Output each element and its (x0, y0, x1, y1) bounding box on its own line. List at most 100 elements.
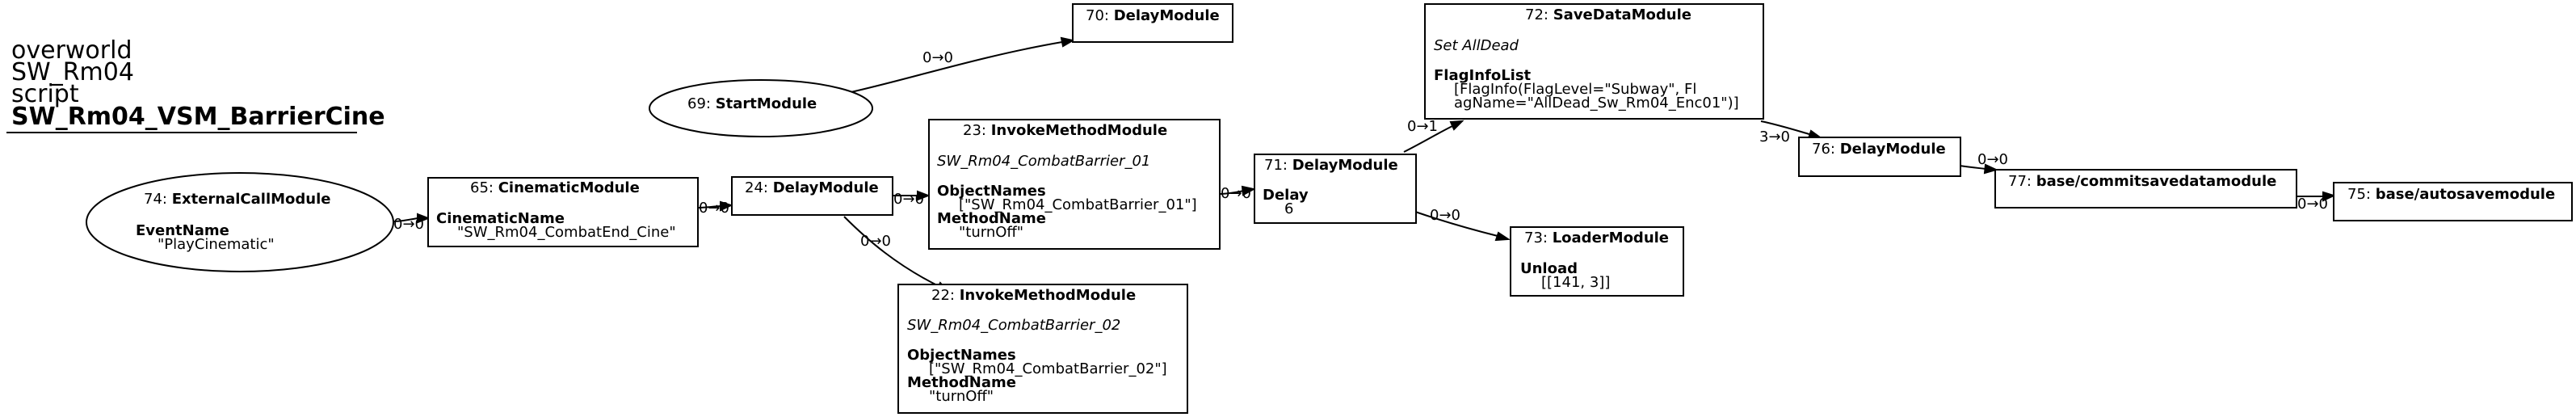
prop-value: ["SW_Rm04_CombatBarrier_01"] (959, 196, 1197, 213)
edge-label: 0→0 (393, 216, 424, 233)
edge-label: 0→0 (2297, 196, 2328, 213)
prop-value: "turnOff" (959, 224, 1023, 241)
svg-text:23: InvokeMethodModule: 23: InvokeMethodModule (963, 122, 1167, 139)
edge-label: 0→0 (1977, 151, 2008, 168)
prop-key: MethodName (937, 210, 1046, 227)
edge-23-71: 0→0 (1219, 185, 1256, 202)
node-type: InvokeMethodModule (960, 287, 1136, 304)
node-type: DelayModule (773, 179, 879, 196)
edge-label: 0→0 (699, 200, 729, 217)
node-75-autosave-module[interactable]: 75: base/autosavemodule (2333, 182, 2573, 221)
node-72-save-data-module[interactable]: 72: SaveDataModule Set AllDead FlagInfoL… (1424, 3, 1764, 120)
prop-key: Delay (1263, 187, 1309, 204)
prop-key: ObjectNames (907, 347, 1016, 364)
prop-key: FlagInfoList (1434, 67, 1532, 84)
node-id: 65 (470, 179, 489, 196)
prop-key: EventName (136, 222, 229, 239)
node-type: DelayModule (1114, 7, 1220, 24)
svg-text:69: StartModule: 69: StartModule (687, 95, 817, 112)
edge-label: 0→0 (1430, 207, 1460, 224)
prop-value: agName="AllDead_Sw_Rm04_Enc01")] (1454, 95, 1739, 112)
node-type: base/autosavemodule (2376, 186, 2555, 203)
svg-text:71: DelayModule: 71: DelayModule (1264, 157, 1398, 174)
edge-71-73: 0→0 (1414, 207, 1511, 242)
node-73-loader-module[interactable]: 73: LoaderModule Unload [[141, 3]] (1510, 226, 1684, 297)
node-type: SaveDataModule (1553, 6, 1691, 23)
edge-76-77: 0→0 (1959, 151, 2008, 175)
graph-header: overworld SW_Rm04 script SW_Rm04_VSM_Bar… (6, 36, 385, 133)
node-id: 77 (2008, 173, 2027, 190)
prop-value: [[141, 3]] (1541, 274, 1610, 291)
node-22-invoke-method-module[interactable]: 22: InvokeMethodModule SW_Rm04_CombatBar… (897, 284, 1188, 414)
svg-text:77: base/commitsavedatamodule: 77: base/commitsavedatamodule (2008, 173, 2276, 190)
node-id: 22 (931, 287, 950, 304)
edge-label: 0→0 (893, 191, 924, 208)
prop-key: MethodName (907, 374, 1016, 391)
node-id: 75 (2347, 186, 2366, 203)
node-id: 23 (963, 122, 981, 139)
node-type: base/commitsavedatamodule (2036, 173, 2277, 190)
header-line-kind: script (11, 80, 79, 108)
header-line-scope: overworld (11, 36, 132, 65)
edge-24-23: 0→0 (892, 190, 931, 208)
svg-text:70: DelayModule: 70: DelayModule (1086, 7, 1220, 24)
edges: 0→0 0→0 0→0 0→0 0→0 0→0 (393, 36, 2336, 293)
node-76-delay-module[interactable]: 76: DelayModule (1798, 137, 1961, 177)
header-line-room: SW_Rm04 (11, 58, 134, 86)
node-23-invoke-method-module[interactable]: 23: InvokeMethodModule SW_Rm04_CombatBar… (928, 119, 1221, 250)
node-id: 70 (1086, 7, 1104, 24)
prop-key: ObjectNames (937, 183, 1046, 200)
edge-72-76: 3→0 (1759, 120, 1822, 145)
prop-value: "PlayCinematic" (158, 236, 275, 253)
prop-value: ["SW_Rm04_CombatBarrier_02"] (929, 360, 1167, 377)
edge-label: 0→1 (1407, 118, 1438, 135)
svg-text:22: InvokeMethodModule: 22: InvokeMethodModule (931, 287, 1136, 304)
node-type: DelayModule (1840, 141, 1946, 158)
edge-label: 3→0 (1759, 128, 1790, 145)
node-77-commit-save-data-module[interactable]: 77: base/commitsavedatamodule (1994, 169, 2297, 208)
node-71-delay-module[interactable]: 71: DelayModule Delay 6 (1254, 154, 1417, 224)
node-65-cinematic-module[interactable]: 65: CinematicModule CinematicName "SW_Rm… (427, 177, 699, 247)
prop-value: "turnOff" (929, 388, 994, 405)
prop-key: CinematicName (436, 210, 565, 227)
prop-value: "SW_Rm04_CombatEnd_Cine" (457, 224, 676, 241)
node-70-delay-module[interactable]: 70: DelayModule (1072, 3, 1233, 43)
node-subtitle: SW_Rm04_CombatBarrier_01 (937, 153, 1150, 170)
svg-text:73: LoaderModule: 73: LoaderModule (1524, 230, 1669, 246)
node-id: 74 (144, 191, 162, 208)
edge-label: 0→0 (922, 49, 953, 66)
svg-text:74: ExternalCallModule: 74: ExternalCallModule (144, 191, 330, 208)
edge-label: 0→0 (1221, 185, 1251, 202)
edge-71-72: 0→1 (1403, 118, 1464, 153)
header-title: SW_Rm04_VSM_BarrierCine (11, 103, 385, 131)
node-74-external-call-module[interactable]: 74: ExternalCallModule EventName "PlayCi… (86, 172, 394, 272)
node-type: InvokeMethodModule (991, 122, 1167, 139)
node-id: 24 (745, 179, 763, 196)
node-id: 76 (1812, 141, 1830, 158)
edge-label: 0→0 (860, 233, 891, 250)
svg-text:76: DelayModule: 76: DelayModule (1812, 141, 1946, 158)
svg-text:65: CinematicModule: 65: CinematicModule (470, 179, 640, 196)
node-id: 71 (1264, 157, 1283, 174)
svg-text:24: DelayModule: 24: DelayModule (745, 179, 879, 196)
node-type: StartModule (716, 95, 817, 112)
edge-74-65: 0→0 (393, 213, 431, 233)
edge-65-24: 0→0 (697, 200, 733, 217)
node-type: ExternalCallModule (172, 191, 331, 208)
svg-text:75: base/autosavemodule: 75: base/autosavemodule (2347, 186, 2555, 203)
node-69-start-module[interactable]: 69: StartModule (649, 79, 873, 137)
node-type: CinematicModule (498, 179, 640, 196)
prop-key: Unload (1520, 260, 1578, 277)
prop-value: 6 (1284, 200, 1293, 217)
node-id: 73 (1524, 230, 1543, 246)
edge-69-70: 0→0 (839, 36, 1075, 95)
node-type: LoaderModule (1553, 230, 1669, 246)
node-id: 69 (687, 95, 706, 112)
node-subtitle: Set AllDead (1434, 37, 1519, 54)
svg-text:72: SaveDataModule: 72: SaveDataModule (1525, 6, 1691, 23)
prop-value: [FlagInfo(FlagLevel="Subway", Fl (1454, 81, 1696, 98)
node-type: DelayModule (1292, 157, 1398, 174)
edge-77-75: 0→0 (2297, 191, 2336, 213)
node-24-delay-module[interactable]: 24: DelayModule (731, 176, 893, 216)
